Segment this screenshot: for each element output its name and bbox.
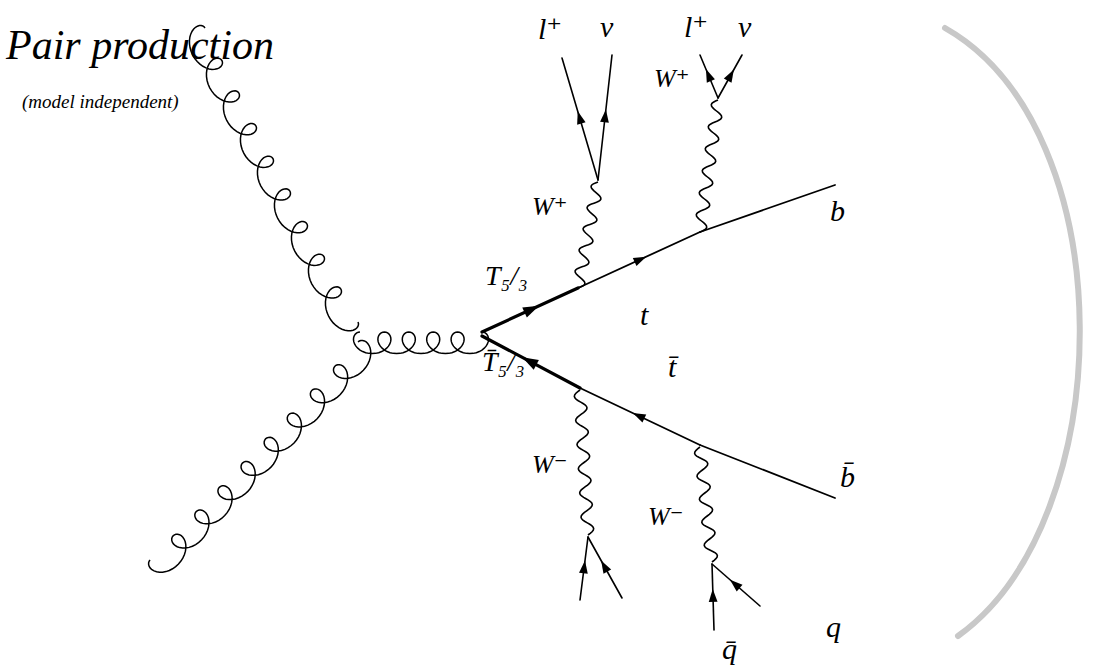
fermion-line [580,388,700,445]
arrowhead [577,111,585,125]
particle-label: W⁺ [532,194,567,220]
particle-label: l⁺ [684,12,708,42]
arrowhead [730,580,743,592]
particle-label: W⁺ [654,66,689,92]
particle-label: W⁻ [648,504,683,530]
particle-label: t̄ [668,352,676,382]
fermion-line [598,55,612,180]
particle-label: q̄ [722,634,737,664]
fermion-line [578,232,700,288]
particle-label: b̄ [840,462,855,492]
arrowhead [706,69,715,83]
arrowhead [724,70,734,83]
arrowhead [600,110,609,123]
fermion-line [588,537,622,598]
fermion-line [482,288,578,332]
propagators [149,26,835,630]
particle-label: ν [600,12,613,42]
gluon-line [149,340,371,572]
w-boson-line [695,447,718,562]
gluon-line [353,332,488,354]
particle-label: t [640,300,648,330]
particle-label: ν [738,12,751,42]
fermion-line [700,445,835,498]
slide-title: Pair production [6,24,274,66]
particle-label: b [830,196,845,226]
particle-label: l⁺ [538,14,562,44]
fermion-line [700,185,835,232]
fermion-line [562,58,598,180]
w-boson-line [574,390,593,535]
subtitle-note: (model independent) [22,92,179,111]
fermion-line [482,336,580,388]
fermion-line [580,537,588,600]
arrowhead [633,413,646,422]
fermion-line [718,55,742,98]
grouping-bracket [945,28,1080,636]
fermion-line [712,564,760,606]
arrowhead [709,589,718,602]
gluon-line [189,26,358,331]
arrowhead [633,257,646,266]
w-boson-line [696,100,721,232]
particle-label: T̄₅/₃ [482,348,525,376]
w-boson-line [575,182,601,288]
particle-label: q [826,612,841,642]
arrowhead [601,561,611,574]
particle-label: W⁻ [532,452,567,478]
arrowhead [522,306,539,318]
arrowhead [579,561,588,574]
particle-label: T₅/₃ [485,262,528,290]
fermion-line [700,55,718,98]
